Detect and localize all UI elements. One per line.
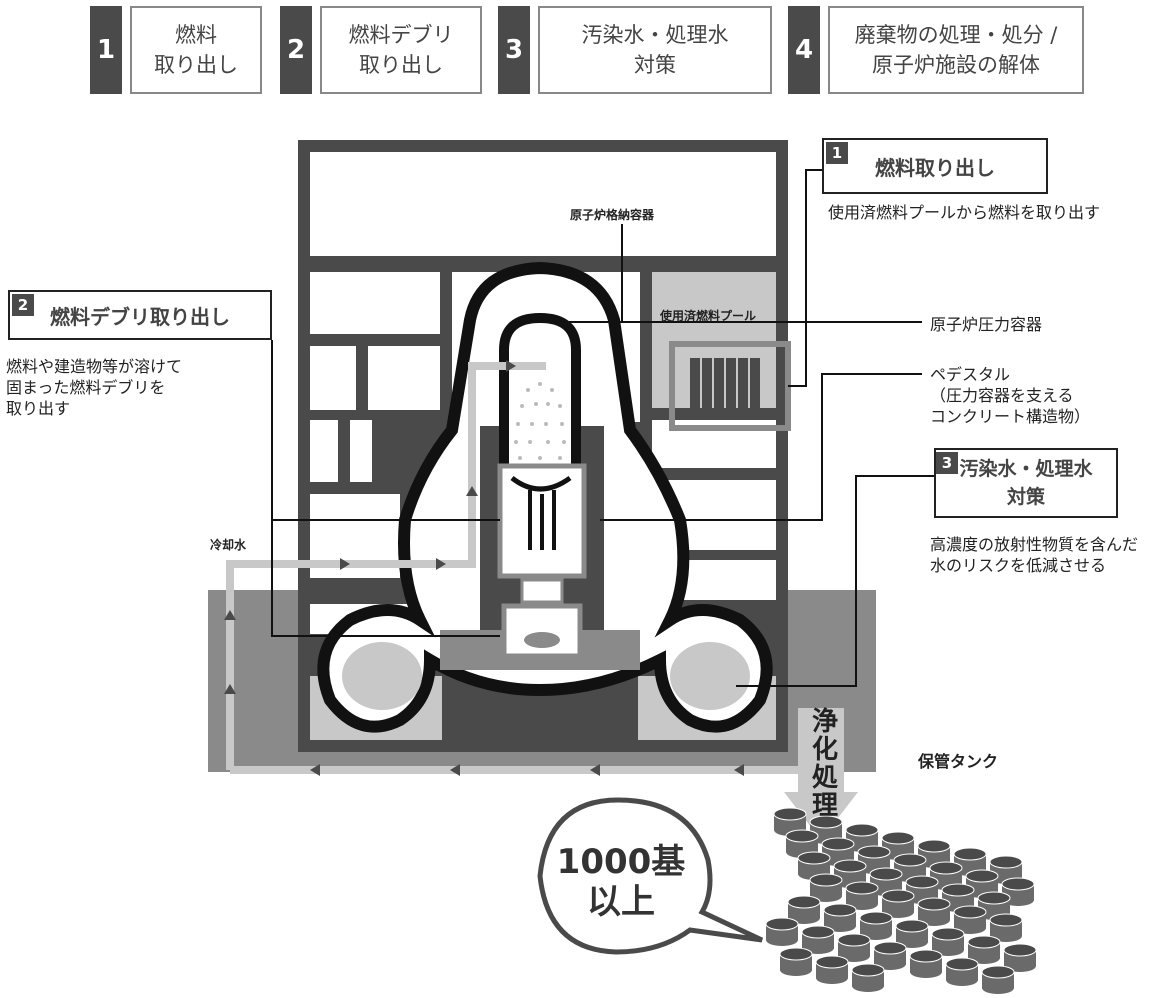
leader-lines — [271, 169, 934, 687]
storage-tank-top — [917, 897, 951, 911]
storage-tank-top — [989, 913, 1023, 927]
storage-tank-top — [873, 941, 907, 955]
room — [310, 346, 356, 410]
callout-number: 1 — [826, 142, 848, 164]
room — [310, 420, 338, 482]
tab-water-measures: 3 汚染水・処理水 対策 — [498, 6, 772, 94]
tab-number: 3 — [498, 6, 530, 94]
vessel-bottom — [510, 475, 572, 492]
storage-tank-top — [779, 947, 813, 961]
tab-number: 1 — [90, 6, 122, 94]
storage-tank-top — [801, 925, 835, 939]
callout-number: 3 — [936, 452, 958, 474]
storage-tank-top — [917, 839, 951, 853]
callout-title: 汚染水・処理水 対策 — [959, 458, 1093, 508]
step-tabs: 1 燃料 取り出し 2 燃料デブリ 取り出し 3 汚染水・処理水 対策 4 廃棄… — [0, 0, 1168, 110]
pedestal-inner — [501, 603, 583, 659]
callout-title: 燃料取り出し — [875, 155, 995, 180]
tab-number: 2 — [280, 6, 312, 94]
storage-tank-top — [845, 881, 879, 895]
suppression-chamber — [342, 642, 422, 710]
storage-tank-top — [823, 903, 857, 917]
storage-tank-top — [953, 905, 987, 919]
cooling-water-line — [226, 362, 546, 770]
storage-tank-top — [905, 875, 939, 889]
operating-floor — [310, 152, 776, 256]
storage-tank-top — [785, 829, 819, 843]
storage-tank-top — [909, 949, 943, 963]
callout-description: 高濃度の放射性物質を含んだ 水のリスクを低減させる — [930, 535, 1139, 575]
storage-tank-top — [815, 955, 849, 969]
storage-tank-top — [989, 855, 1023, 869]
storage-tank-top — [833, 859, 867, 873]
pedestal-label: ペデスタル （圧力容器を支える コンクリート構造物） — [930, 365, 1091, 426]
tab-label: 燃料デブリ 取り出し — [320, 6, 482, 94]
purification-label: 浄 化 処 理 — [811, 707, 838, 821]
callout-debris-removal: 燃料デブリ取り出し — [8, 290, 272, 340]
storage-tank-top — [953, 847, 987, 861]
room — [350, 420, 372, 482]
storage-tank-top — [945, 957, 979, 971]
spent-pool-label: 使用済燃料プール — [660, 309, 757, 323]
storage-tank-top — [859, 911, 893, 925]
pressure-vessel-label: 原子炉圧力容器 — [930, 315, 1043, 334]
room — [368, 346, 440, 410]
drive-housing — [520, 578, 564, 604]
storage-tank-top — [845, 823, 879, 837]
tab-debris-removal: 2 燃料デブリ 取り出し — [280, 6, 482, 94]
suppression-chamber — [670, 642, 750, 710]
room — [310, 272, 440, 334]
storage-tank-top — [869, 867, 903, 881]
storage-tank-top — [857, 845, 891, 859]
tab-label: 汚染水・処理水 対策 — [538, 6, 772, 94]
storage-tank-top — [1001, 877, 1035, 891]
storage-tank-top — [881, 831, 915, 845]
storage-tank-top — [931, 927, 965, 941]
pressure-vessel — [499, 312, 581, 470]
fuel-assemblies — [690, 358, 760, 410]
storage-tank-top — [797, 851, 831, 865]
storage-tank-top — [965, 869, 999, 883]
storage-tank-top — [787, 895, 821, 909]
callout-fuel-removal: 燃料取り出し — [822, 138, 1048, 194]
callout-description: 燃料や建造物等が溶けて 固まった燃料デブリを 取り出す — [6, 357, 183, 418]
tab-fuel-removal: 1 燃料 取り出し — [90, 6, 262, 94]
callout-number: 2 — [12, 294, 34, 316]
storage-tank-top — [977, 891, 1011, 905]
count-bubble — [537, 797, 764, 955]
storage-tank-top — [809, 873, 843, 887]
purification-arrow — [784, 708, 858, 840]
storage-tank-top — [821, 837, 855, 851]
storage-tank-top — [773, 807, 807, 821]
storage-tank-top — [1003, 943, 1037, 957]
tank-count-label: 1000基 以上 — [556, 842, 686, 922]
storage-tanks-label: 保管タンク — [918, 752, 999, 771]
tab-label: 廃棄物の処理・処分 / 原子炉施設の解体 — [828, 6, 1084, 94]
tab-label: 燃料 取り出し — [130, 6, 262, 94]
spray — [514, 382, 566, 460]
callout-title: 燃料デブリ取り出し — [50, 304, 230, 329]
storage-tank-top — [881, 889, 915, 903]
flow-arrows — [224, 360, 744, 776]
cooling-water-label: 冷却水 — [210, 538, 247, 552]
tab-number: 4 — [788, 6, 820, 94]
storage-tank-top — [809, 815, 843, 829]
callout-water-measures: 汚染水・処理水 対策 — [934, 448, 1118, 518]
callout-description: 使用済燃料プールから燃料を取り出す — [828, 203, 1101, 222]
storage-tank-top — [895, 919, 929, 933]
storage-tanks — [765, 807, 1037, 994]
storage-tank-top — [765, 917, 799, 931]
tab-waste-decommission: 4 廃棄物の処理・処分 / 原子炉施設の解体 — [788, 6, 1084, 94]
storage-tank-top — [929, 861, 963, 875]
fuel-debris — [524, 632, 560, 648]
storage-tank-top — [851, 963, 885, 977]
storage-tank-top — [893, 853, 927, 867]
storage-tank-top — [967, 935, 1001, 949]
storage-tank-top — [941, 883, 975, 897]
storage-tank-top — [981, 965, 1015, 979]
storage-tank-top — [837, 933, 871, 947]
containment-label: 原子炉格納容器 — [570, 208, 655, 222]
